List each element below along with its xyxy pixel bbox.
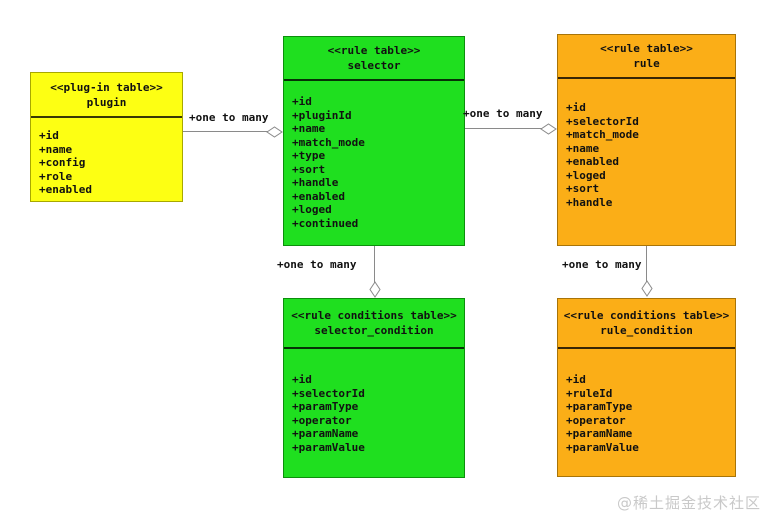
table-selector-condition-fields: +id +selectorId +paramType +operator +pa… — [284, 349, 464, 454]
table-field: +paramType — [292, 400, 359, 413]
table-selector-stereotype: <<rule table>> — [327, 44, 421, 57]
table-field: +continued — [292, 216, 359, 230]
table-field: +role — [39, 169, 73, 183]
table-field: +id — [566, 101, 586, 114]
table-rule-name: rule — [633, 57, 660, 70]
table-rule-stereotype: <<rule table>> — [600, 42, 693, 55]
table-field: +handle — [292, 176, 339, 189]
table-field: +name — [39, 142, 73, 156]
table-rule-condition: <<rule conditions table>> rule_condition… — [557, 298, 736, 477]
table-field: +loged — [566, 168, 606, 182]
table-rule: <<rule table>> rule +id +selectorId +mat… — [557, 34, 736, 246]
table-plugin: <<plug-in table>> plugin +id +name +conf… — [30, 72, 183, 202]
table-field: +paramValue — [292, 440, 365, 454]
table-selector-condition-header: <<rule conditions table>> selector_condi… — [284, 299, 464, 349]
association-line — [465, 128, 542, 129]
table-plugin-name: plugin — [86, 95, 127, 109]
one-to-many-label: +one to many — [277, 258, 357, 271]
table-field: +id — [39, 129, 59, 142]
association-line — [374, 246, 375, 283]
one-to-many-label: +one to many — [562, 258, 642, 271]
table-field: +enabled — [292, 189, 345, 203]
table-selector-fields: +id +pluginId +name +match_mode +type +s… — [284, 81, 464, 230]
one-to-many-label: +one to many — [189, 111, 269, 124]
table-field: +id — [566, 373, 586, 386]
table-field: +ruleId — [566, 386, 613, 400]
table-selector-condition: <<rule conditions table>> selector_condi… — [283, 298, 465, 478]
table-field: +paramValue — [566, 440, 639, 454]
one-to-many-label: +one to many — [463, 107, 543, 120]
table-field: +loged — [292, 203, 332, 216]
table-rule-condition-stereotype: <<rule conditions table>> — [563, 309, 730, 322]
table-field: +sort — [566, 182, 600, 195]
table-field: +enabled — [566, 155, 619, 168]
table-field: +id — [292, 373, 312, 386]
table-selector-header: <<rule table>> selector — [284, 37, 464, 81]
table-field: +name — [566, 141, 600, 155]
table-selector-condition-stereotype: <<rule conditions table>> — [291, 309, 457, 322]
table-field: +type — [292, 149, 326, 162]
table-field: +paramName — [292, 427, 359, 440]
table-field: +operator — [566, 413, 626, 427]
table-rule-condition-header: <<rule conditions table>> rule_condition — [558, 299, 735, 349]
aggregation-diamond-icon — [540, 123, 557, 135]
table-plugin-header: <<plug-in table>> plugin — [31, 73, 182, 118]
table-field: +match_mode — [566, 128, 639, 141]
table-field: +handle — [566, 195, 613, 209]
table-selector: <<rule table>> selector +id +pluginId +n… — [283, 36, 465, 246]
association-line — [183, 131, 268, 132]
table-field: +name — [292, 122, 326, 135]
aggregation-diamond-icon — [266, 126, 283, 138]
table-rule-fields: +id +selectorId +match_mode +name +enabl… — [558, 79, 735, 209]
table-field: +pluginId — [292, 108, 352, 122]
table-field: +operator — [292, 413, 352, 427]
table-field: +selectorId — [292, 386, 365, 400]
table-rule-condition-name: rule_condition — [600, 324, 693, 337]
table-field: +sort — [292, 162, 326, 176]
table-field: +config — [39, 156, 86, 169]
table-rule-condition-fields: +id +ruleId +paramType +operator +paramN… — [558, 349, 735, 454]
aggregation-diamond-icon — [641, 280, 653, 297]
table-rule-header: <<rule table>> rule — [558, 35, 735, 79]
watermark: @稀土掘金技术社区 — [616, 494, 761, 512]
table-selector-condition-name: selector_condition — [314, 324, 434, 337]
table-field: +id — [292, 95, 312, 108]
aggregation-diamond-icon — [369, 281, 381, 298]
table-field: +enabled — [39, 183, 92, 196]
association-line — [646, 246, 647, 282]
table-plugin-fields: +id +name +config +role +enabled — [31, 118, 182, 197]
table-field: +paramName — [566, 427, 633, 440]
table-plugin-stereotype: <<plug-in table>> — [50, 80, 163, 94]
table-field: +match_mode — [292, 135, 365, 149]
table-field: +paramType — [566, 400, 633, 413]
table-selector-name: selector — [347, 59, 401, 72]
table-field: +selectorId — [566, 114, 639, 128]
